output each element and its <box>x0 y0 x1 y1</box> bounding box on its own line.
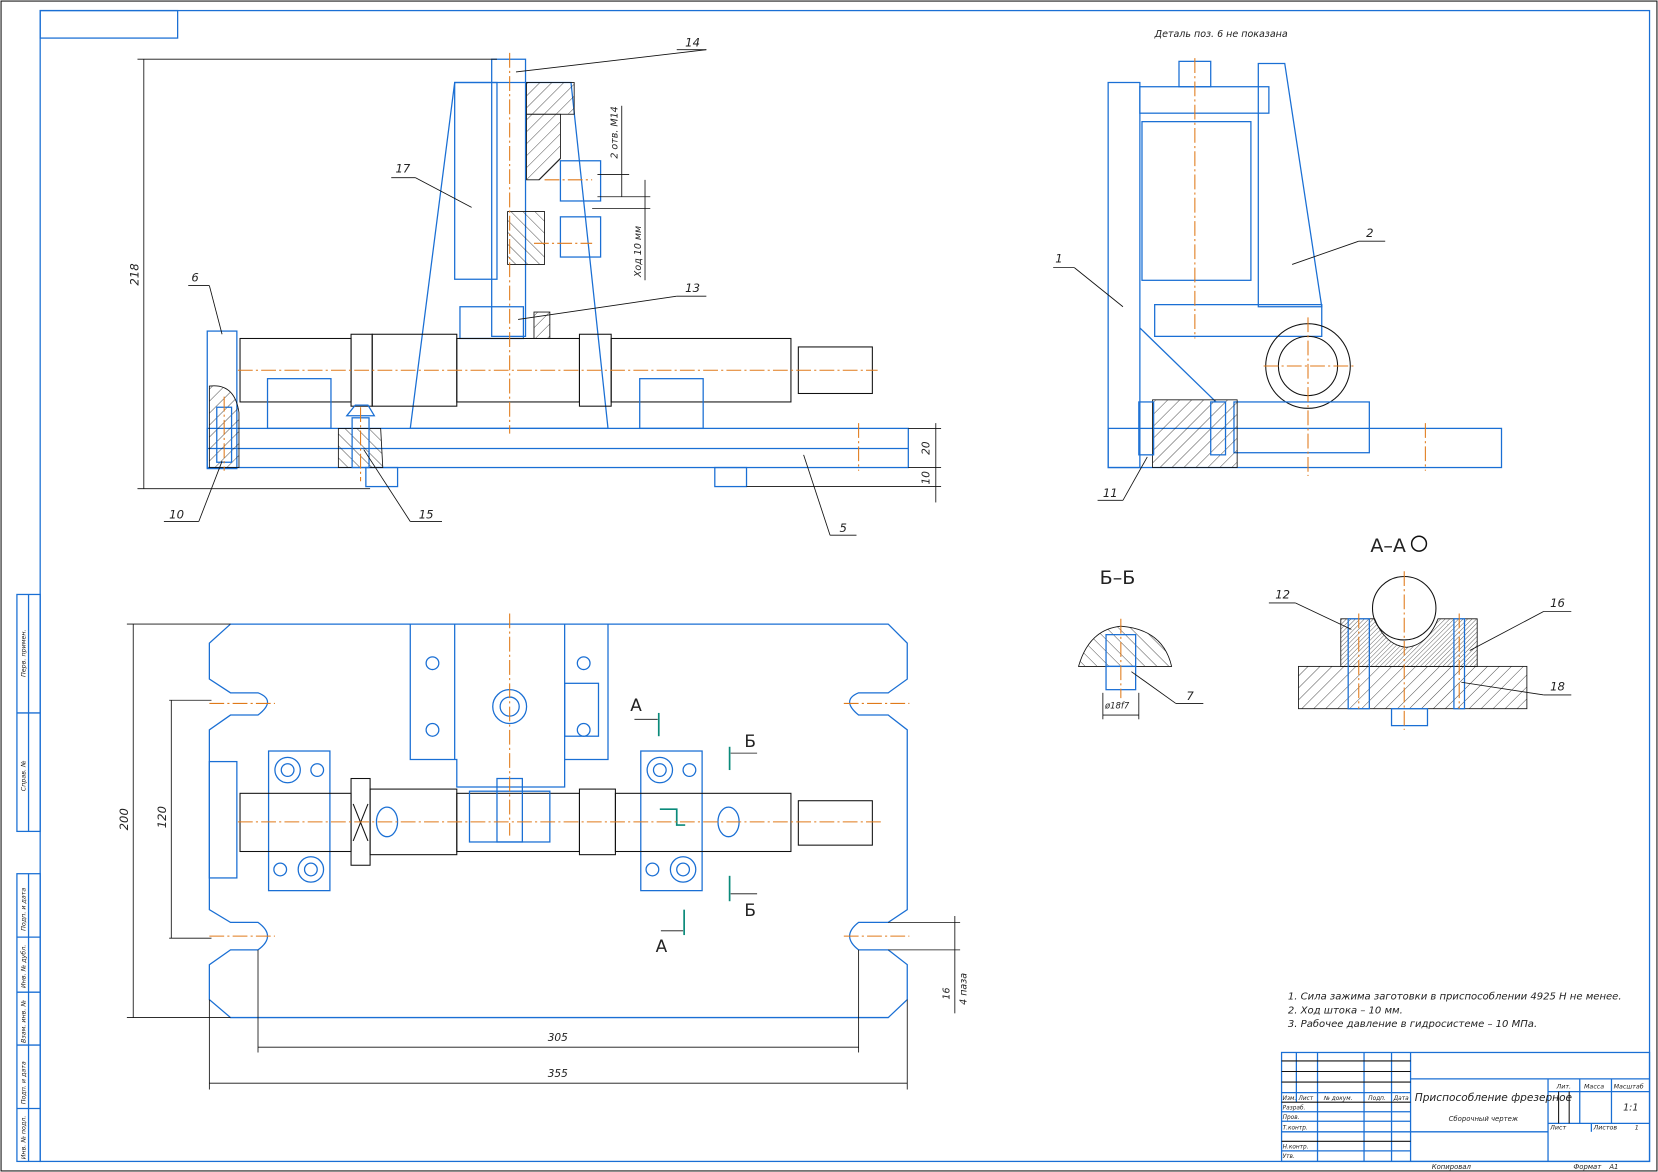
col-date: Дата <box>1393 1096 1409 1102</box>
callout-12: 12 <box>1275 588 1290 602</box>
dim-10: 10 <box>920 471 932 485</box>
callout-6: 6 <box>191 270 198 284</box>
row-razrab: Разраб. <box>1283 1106 1306 1112</box>
col-izm: Изм. <box>1283 1096 1297 1102</box>
callout-2: 2 <box>1366 226 1373 240</box>
scale-label: Масштаб <box>1614 1082 1644 1090</box>
col-list: Лист <box>1297 1096 1313 1102</box>
drawing-title: Приспособление фрезерное <box>1415 1092 1573 1104</box>
dim-120: 120 <box>155 806 169 828</box>
title-block: Изм. Лист № докум. Подп. Дата Разраб. Пр… <box>1280 1051 1651 1171</box>
dim-200: 200 <box>117 808 131 830</box>
format-label: Формат <box>1573 1163 1602 1171</box>
side-stamp-label: Перв. примен. <box>20 629 27 677</box>
callout-7: 7 <box>1186 689 1194 703</box>
col-sign: Подп. <box>1368 1096 1386 1102</box>
note-1: 1. Сила зажима заготовки в приспособлени… <box>1288 991 1622 1003</box>
row-prov: Пров. <box>1283 1115 1300 1121</box>
sheets-count: 1 <box>1635 1125 1639 1132</box>
inner-frame <box>39 9 1651 1163</box>
note-2: 2. Ход штока – 10 мм. <box>1288 1005 1403 1016</box>
section-mark-a-bottom: А <box>656 936 668 956</box>
plan-view: А А Б Б 200 120 305 355 16 4 паза <box>117 613 969 1090</box>
side-stamp-label: Подп. и дата <box>20 888 27 931</box>
row-utv: Утв. <box>1283 1154 1295 1160</box>
dim-16: 16 <box>942 987 953 999</box>
section-mark-a-top: А <box>630 695 642 715</box>
callout-11: 11 <box>1103 486 1118 500</box>
side-stamp-label: Подп. и дата <box>20 1061 27 1104</box>
dim-305: 305 <box>548 1032 568 1044</box>
section-mark-b-bottom: Б <box>744 900 756 920</box>
section-aa-title: А–А <box>1370 535 1406 557</box>
callout-10: 10 <box>169 507 184 521</box>
note-3: 3. Рабочее давление в гидросистеме – 10 … <box>1288 1018 1537 1030</box>
col-doc: № докум. <box>1323 1096 1353 1102</box>
callout-16: 15 <box>419 507 434 521</box>
side-stamp-label: Справ. № <box>20 760 27 791</box>
row-nkontr: Н.контр. <box>1283 1145 1309 1151</box>
callout-14: 14 <box>685 36 700 50</box>
mass-label: Масса <box>1584 1083 1604 1090</box>
holes-label: 2 отв. М14 <box>610 106 621 158</box>
callout-18: 18 <box>1550 680 1565 694</box>
slots-label: 4 паза <box>958 973 969 1005</box>
callout-1: 1 <box>1055 251 1062 265</box>
callout-5: 5 <box>840 521 847 535</box>
dim-218: 218 <box>128 263 142 285</box>
sheet-label: Лист <box>1549 1125 1566 1132</box>
lit-label: Лит. <box>1555 1083 1571 1090</box>
row-tkontr: Т.контр. <box>1283 1126 1308 1132</box>
fit-label: ø18f7 <box>1104 701 1130 711</box>
dim-355: 355 <box>548 1068 568 1080</box>
format-value: А1 <box>1608 1163 1618 1171</box>
sheets-label: Листов <box>1592 1125 1617 1132</box>
section-bb: Б–Б ø18f7 7 <box>1077 567 1204 720</box>
section-bb-title: Б–Б <box>1100 567 1136 589</box>
copied-label: Копировал <box>1432 1163 1472 1171</box>
front-view: 218 20 10 2 отв. М14 Ход 10 мм 14 17 13 … <box>128 36 942 536</box>
callout-15: 17 <box>395 161 410 175</box>
side-stamp-label: Взам. инв. № <box>20 1000 27 1043</box>
side-stamp-label: Инв. № подл. <box>20 1116 27 1160</box>
side-view: 1 2 11 <box>1053 58 1503 501</box>
side-stamp: Перв. примен. Справ. № Подп. и дата Инв.… <box>16 593 41 1163</box>
rotated-view-icon <box>1410 535 1428 552</box>
technical-notes: 1. Сила зажима заготовки в приспособлени… <box>1288 991 1622 1031</box>
scale-value: 1:1 <box>1623 1103 1638 1114</box>
top-left-stamp <box>39 9 179 39</box>
section-mark-b-top: Б <box>744 731 756 751</box>
section-aa: А–А 12 16 18 <box>1268 535 1572 730</box>
stroke-label: Ход 10 мм <box>633 226 644 278</box>
callout-17: 16 <box>1550 596 1565 610</box>
side-stamp-label: Инв. № дубл. <box>19 945 27 988</box>
drawing-subtitle: Сборочный чертеж <box>1449 1115 1519 1123</box>
dim-20: 20 <box>920 441 932 455</box>
note-detail-not-shown: Деталь поз. 6 не показана <box>1154 29 1288 40</box>
callout-13: 13 <box>685 281 700 295</box>
